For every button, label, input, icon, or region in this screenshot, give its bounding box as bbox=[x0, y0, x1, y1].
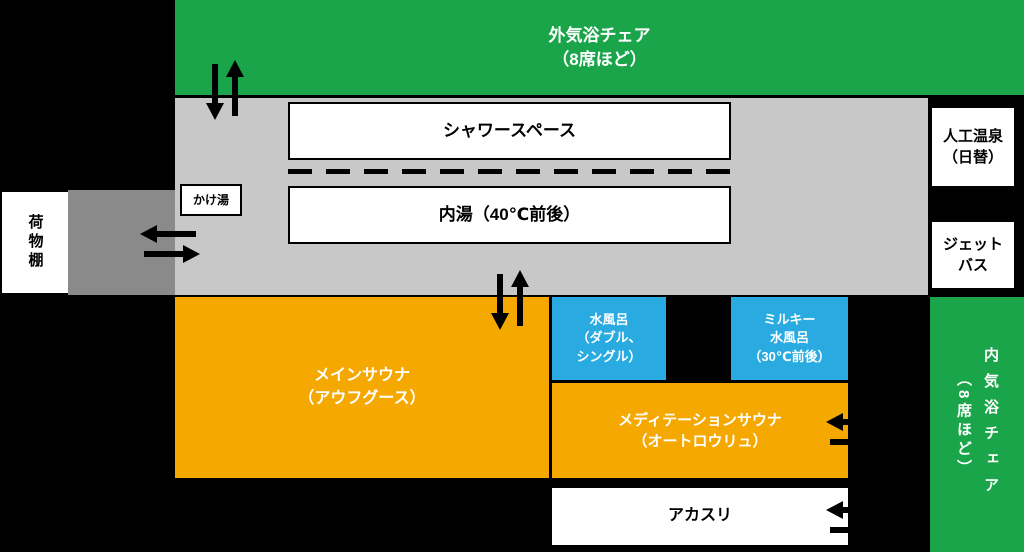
outdoor-entry-arrows-icon bbox=[203, 60, 247, 120]
artificial-onsen-label-line2: （日替） bbox=[942, 149, 1003, 166]
indoor-air-chairs-label-line1: 内気浴チェア bbox=[982, 346, 999, 503]
outdoor-air-chairs-label-line2: （8席ほど） bbox=[552, 49, 647, 69]
main-sauna-label-line2: （アウフグース） bbox=[298, 389, 426, 407]
indoor-air-chairs-label-line2: （8席ほど） bbox=[955, 370, 972, 479]
area-milky-cold-bath: ミルキー 水風呂 （30℃前後） bbox=[731, 297, 848, 380]
akasuri-entry-arrows-icon bbox=[826, 498, 886, 542]
sauna-entry-arrows-icon bbox=[488, 270, 532, 330]
milky-cold-bath-label-line3: （30℃前後） bbox=[748, 348, 831, 364]
cold-bath-label-line2: （ダブル、 bbox=[576, 330, 642, 346]
jet-bath-label-line2: バス bbox=[957, 257, 988, 274]
area-shower-space: シャワースペース bbox=[288, 102, 731, 160]
shower-bath-divider bbox=[288, 169, 731, 174]
area-cold-bath: 水風呂 （ダブル、 シングル） bbox=[552, 297, 666, 380]
area-artificial-onsen: 人工温泉 （日替） bbox=[932, 108, 1014, 186]
akasuri-label: アカスリ bbox=[667, 507, 732, 525]
shower-space-label: シャワースペース bbox=[442, 121, 577, 141]
cold-bath-label-line1: 水風呂 bbox=[589, 312, 629, 328]
main-sauna-label-line1: メインサウナ bbox=[313, 367, 410, 385]
jet-bath-label-line1: ジェット bbox=[942, 236, 1003, 253]
area-kakeyu: かけ湯 bbox=[180, 184, 242, 216]
area-akasuri: アカスリ bbox=[552, 488, 848, 545]
meditation-sauna-label-line2: （オートロウリュ） bbox=[632, 432, 768, 450]
area-main-sauna: メインサウナ （アウフグース） bbox=[175, 297, 549, 478]
meditation-sauna-label-line1: メディテーションサウナ bbox=[618, 411, 782, 429]
area-meditation-sauna: メディテーションサウナ （オートロウリュ） bbox=[552, 383, 848, 478]
luggage-shelf-label: 荷物棚 bbox=[26, 214, 44, 271]
meditation-entry-arrows-icon bbox=[826, 410, 886, 454]
kakeyu-label: かけ湯 bbox=[192, 192, 229, 207]
milky-cold-bath-label-line2: 水風呂 bbox=[769, 330, 809, 346]
cold-bath-label-line3: シングル） bbox=[576, 348, 642, 364]
area-luggage-shelf: 荷物棚 bbox=[2, 192, 68, 293]
outdoor-air-chairs-label-line1: 外気浴チェア bbox=[548, 25, 651, 45]
area-outdoor-air-chairs: 外気浴チェア （8席ほど） bbox=[175, 0, 1024, 95]
luggage-corridor-arrows-icon bbox=[140, 222, 200, 266]
indoor-bath-label: 内湯（40℃前後） bbox=[438, 205, 581, 225]
milky-cold-bath-label-line1: ミルキー bbox=[763, 312, 816, 328]
artificial-onsen-label-line1: 人工温泉 bbox=[942, 128, 1003, 145]
area-indoor-bath: 内湯（40℃前後） bbox=[288, 186, 731, 244]
area-jet-bath: ジェット バス bbox=[932, 222, 1014, 288]
area-indoor-air-chairs: 内気浴チェア （8席ほど） bbox=[930, 297, 1024, 552]
luggage-corridor bbox=[68, 190, 175, 295]
